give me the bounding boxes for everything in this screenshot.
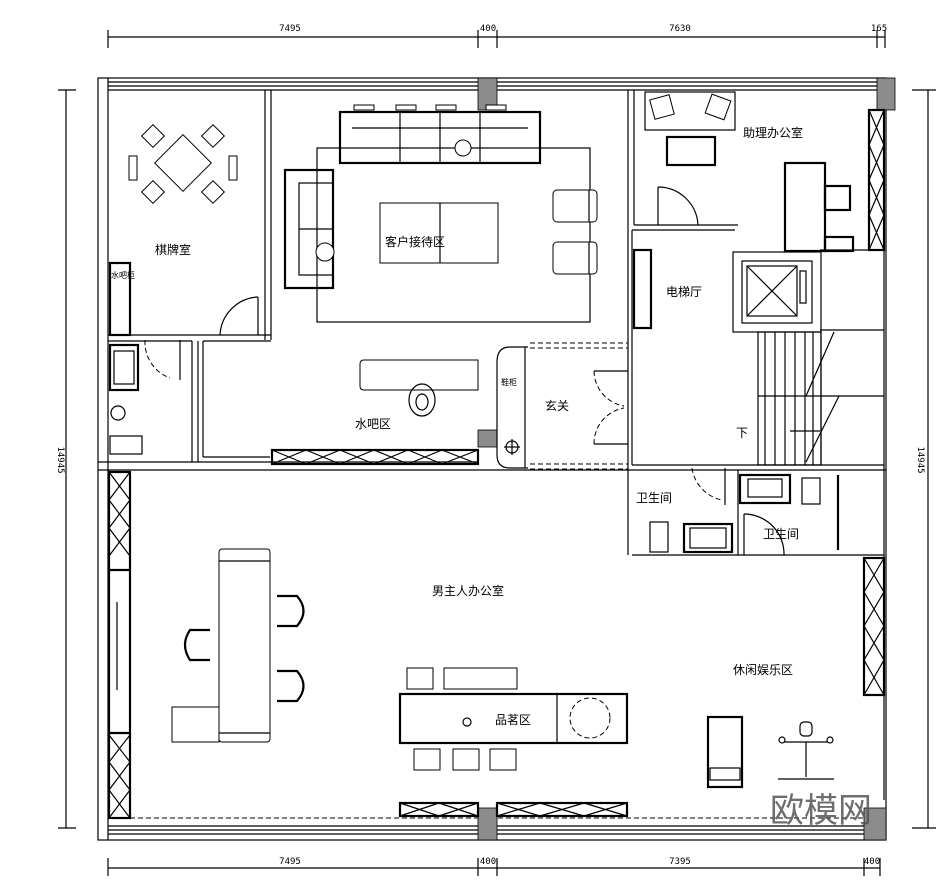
dimension-right: 14945 [912,89,936,829]
bottom-cabinets [398,801,629,818]
columns [477,77,896,841]
label-water-bar-area: 水吧区 [355,417,391,431]
dim-left: 14945 [55,446,65,473]
exercise-machine [778,721,834,780]
wc-left-fixtures [108,339,181,455]
dimension-left: 14945 [55,89,76,829]
label-chess-room: 棋牌室 [155,242,191,257]
dim-top-1: 7495 [279,24,301,34]
dim-bottom-3: 7395 [669,857,691,867]
dimension-top: 7495 400 7630 165 [107,24,887,48]
dim-bottom-2: 400 [480,857,496,867]
restroom-fixtures [649,467,821,556]
assistant-office-furniture [644,91,886,253]
decor-panel [632,248,653,330]
sofa-main [338,104,542,165]
bar-stool [408,383,436,417]
office-desk [171,548,305,743]
label-water-bar-cabinet: 水吧柜 [111,270,135,280]
label-foyer: 玄关 [545,398,569,413]
mahjong-table [128,123,238,205]
bar-counter [359,359,479,391]
label-elevator-hall: 电梯厅 [666,285,702,299]
label-restroom-1: 卫生间 [636,491,672,505]
dim-top-4: 165 [871,24,887,34]
tea-table [398,667,629,771]
door-assistant-office[interactable] [657,186,699,226]
entrance-double-door[interactable] [593,370,628,445]
label-tea-area: 品茗区 [495,713,531,727]
foyer [496,342,628,470]
left-wardrobe [107,470,132,820]
dim-top-3: 7630 [669,24,691,34]
water-bar-cabinet [108,261,132,337]
label-restroom-2: 卫生间 [763,527,799,541]
coffee-table [379,202,499,264]
dimension-bottom: 7495 400 7395 400 [107,857,881,876]
armchairs [552,189,598,275]
treadmill [706,715,744,789]
door-chess-room[interactable] [219,296,259,336]
label-stairs-down: 下 [736,426,748,440]
sofa-side [283,168,335,290]
label-leisure-area: 休闲娱乐区 [733,663,793,677]
dim-top-2: 400 [480,24,496,34]
label-shoe-cabinet: 鞋柜 [501,377,517,387]
reception-rug [316,147,591,323]
right-cabinet [862,556,886,697]
label-reception: 客户接待区 [385,234,445,249]
dim-bottom-1: 7495 [279,857,301,867]
elevator[interactable] [732,251,822,333]
label-assistant-office: 助理办公室 [743,125,803,140]
label-owner-office: 男主人办公室 [432,583,504,598]
display-cabinet-bar [270,448,480,466]
dim-right: 14945 [915,446,925,473]
dim-bottom-4: 400 [864,857,880,867]
watermark-logo: 欧模网 [770,791,872,831]
staircase[interactable] [757,331,884,466]
